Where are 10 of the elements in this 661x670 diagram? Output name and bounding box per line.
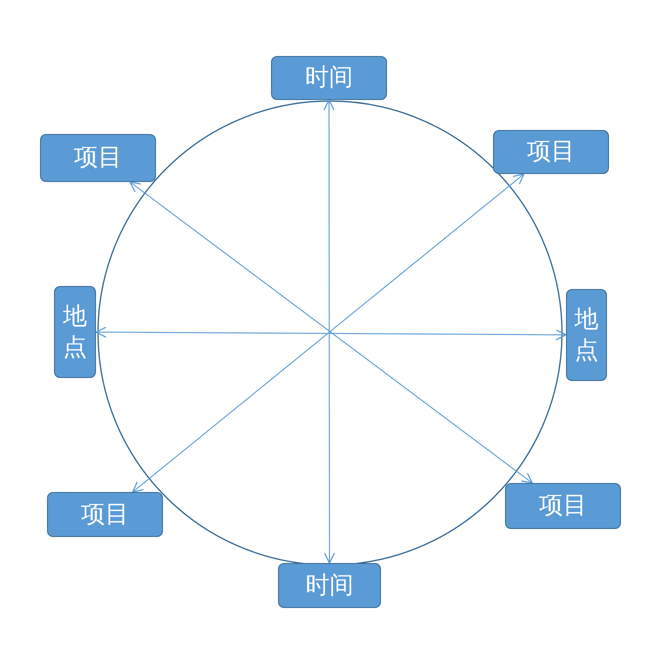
- label-box: 项目: [505, 483, 621, 529]
- label-box: 地点: [566, 289, 607, 381]
- arrow: [95, 326, 567, 340]
- label-box: 时间: [271, 56, 387, 100]
- label-box: 时间: [278, 563, 381, 608]
- label-box: 项目: [40, 134, 156, 182]
- label-box: 项目: [47, 492, 163, 537]
- label-box: 地点: [54, 286, 96, 378]
- label-box: 项目: [493, 130, 609, 174]
- arrow: [323, 99, 336, 564]
